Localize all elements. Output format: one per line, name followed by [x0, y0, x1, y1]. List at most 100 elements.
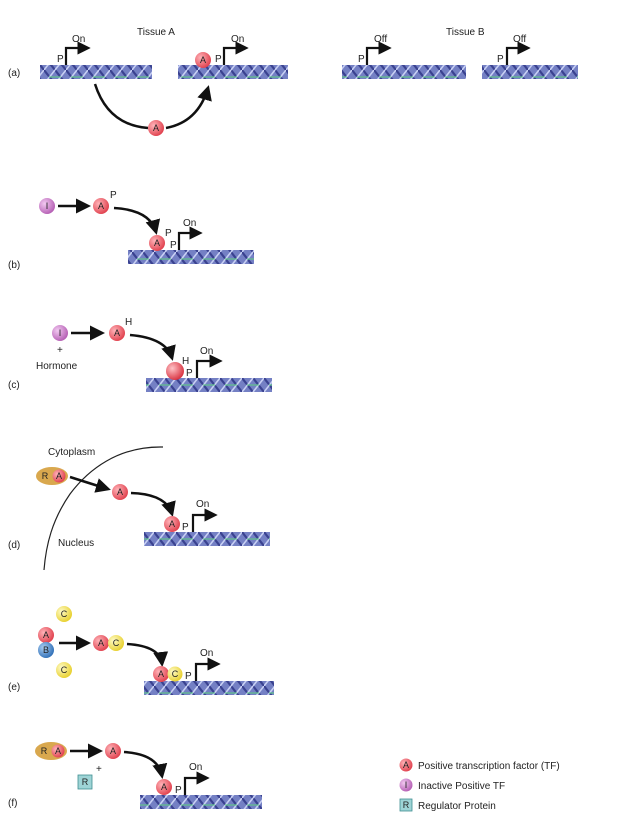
nucleus-label: Nucleus: [58, 538, 94, 549]
activator-letter: A: [117, 487, 123, 497]
activator-letter: A: [110, 746, 116, 756]
activator-letter: A: [43, 630, 49, 640]
dna-strand: [178, 65, 288, 79]
activator-letter: A: [98, 638, 104, 648]
activator-circle: [156, 779, 172, 795]
legend-inactive-icon: [399, 778, 413, 792]
activator-circle: [105, 743, 121, 759]
phosphate-label: P: [110, 190, 117, 201]
tissue-a-label: Tissue A: [137, 27, 175, 38]
transcription-arrow: [222, 41, 249, 65]
promoter-label: P: [497, 54, 504, 65]
activator-circle: [109, 325, 125, 341]
transcription-arrow: [505, 41, 531, 65]
activator-circle: [195, 52, 211, 68]
legend-symbol: I: [405, 780, 408, 790]
complex-letter-r: R: [41, 746, 48, 756]
off-label: Off: [374, 34, 387, 45]
activator-letter: A: [114, 328, 120, 338]
dna-strand: [40, 65, 152, 79]
inactive-tf-letter: I: [59, 328, 62, 338]
hormone-bound-activator: [166, 362, 184, 380]
inactive-tf-circle: [52, 325, 68, 341]
blocker-letter: B: [43, 645, 49, 655]
cofactor-circle: [167, 666, 183, 682]
hormone-label: Hormone: [36, 361, 78, 372]
promoter-label: P: [215, 54, 222, 65]
panel-label-d: (d): [8, 540, 20, 551]
dna-strand: [140, 795, 262, 809]
inactive-tf-letter: I: [46, 201, 49, 211]
activator-circle: [93, 635, 109, 651]
blocker-circle: [38, 642, 54, 658]
on-label: On: [183, 218, 196, 229]
dna-strand: [144, 532, 270, 546]
transcription-arrow: [195, 354, 223, 378]
cytoplasm-label: Cytoplasm: [48, 447, 95, 458]
cofactor-letter: C: [61, 609, 68, 619]
legend-label: Inactive Positive TF: [418, 781, 505, 792]
activator-circle: [164, 516, 180, 532]
panel-label-a: (a): [8, 68, 20, 79]
plus-sign: +: [57, 345, 63, 356]
transcription-arrow: [64, 41, 91, 65]
activator-letter: A: [98, 201, 104, 211]
legend-activator-icon: [399, 758, 413, 772]
release-arrow: [69, 475, 111, 493]
complex-letter-r: R: [42, 471, 49, 481]
plus-sign: +: [96, 764, 102, 775]
regulator-letter: R: [82, 777, 89, 787]
panel-label-f: (f): [8, 798, 17, 809]
activator-letter: A: [55, 746, 61, 756]
curved-arrow-right: [165, 85, 212, 130]
hormone-h-label: H: [125, 317, 132, 328]
on-label: On: [200, 648, 213, 659]
activator-circle: [52, 469, 66, 483]
cofactor-circle: [108, 635, 124, 651]
activator-circle: [51, 744, 65, 758]
off-label: Off: [513, 34, 526, 45]
legend-label: Regulator Protein: [418, 801, 496, 812]
on-label: On: [189, 762, 202, 773]
transcription-arrow: [183, 771, 210, 795]
legend-label: Positive transcription factor (TF): [418, 761, 560, 772]
phosphate-label: P: [165, 228, 172, 239]
legend-symbol: A: [403, 760, 409, 770]
panel-label-e: (e): [8, 682, 20, 693]
dna-strand: [144, 681, 274, 695]
promoter-label: P: [186, 368, 193, 379]
activator-letter: A: [200, 55, 206, 65]
nuclear-membrane: [43, 446, 164, 571]
activator-circle: [112, 484, 128, 500]
dna-strand: [342, 65, 466, 79]
regulator-protein-box: [77, 774, 93, 790]
activator-letter: A: [161, 782, 167, 792]
panel-label-c: (c): [8, 380, 20, 391]
transcription-arrow: [191, 508, 218, 532]
panel-label-b: (b): [8, 260, 20, 271]
promoter-label: P: [182, 522, 189, 533]
activator-letter: A: [56, 471, 62, 481]
promoter-label: P: [57, 54, 64, 65]
promoter-label: P: [175, 785, 182, 796]
activator-letter: A: [154, 238, 160, 248]
legend-regulator-icon: [399, 798, 413, 812]
curved-arrow: [129, 333, 176, 361]
inactive-tf-circle: [39, 198, 55, 214]
transcription-arrow: [177, 226, 203, 250]
dna-strand: [482, 65, 578, 79]
cofactor-letter: C: [113, 638, 120, 648]
promoter-label: P: [358, 54, 365, 65]
curved-arrow: [123, 750, 168, 779]
activator-circle: [149, 235, 165, 251]
curved-arrow: [113, 206, 161, 235]
legend-symbol: R: [403, 800, 410, 810]
activator-circle: [93, 198, 109, 214]
cofactor-letter: C: [61, 665, 68, 675]
legend: A Positive transcription factor (TF) I I…: [399, 758, 560, 812]
curved-arrow: [130, 491, 176, 517]
activator-letter: A: [158, 669, 164, 679]
activator-circle: [148, 120, 164, 136]
activator-circle: [153, 666, 169, 682]
